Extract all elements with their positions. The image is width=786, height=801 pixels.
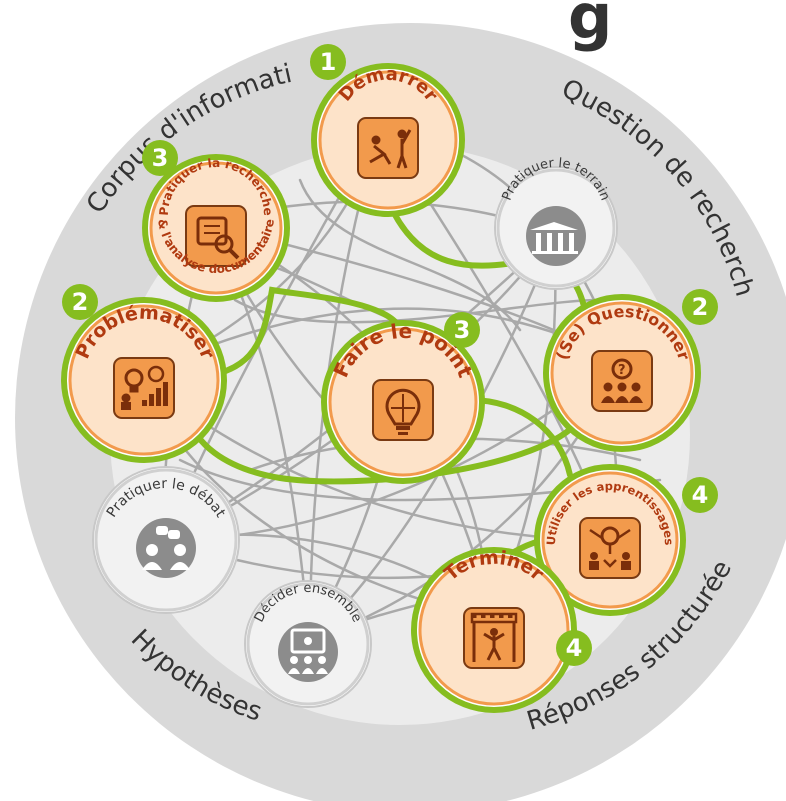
node-recherche[interactable]: Pratiquer la recherche& l'analyse docume…	[142, 140, 290, 302]
title-fragment: g	[568, 0, 612, 53]
svg-text:2: 2	[72, 288, 89, 316]
step-badge: 3	[142, 140, 178, 176]
step-badge: 2	[682, 289, 718, 325]
museum-visit-icon	[526, 206, 586, 266]
svg-text:2: 2	[692, 293, 709, 321]
svg-text:?: ?	[618, 363, 626, 378]
step-badge: 2	[62, 284, 98, 320]
step-badge: 3	[444, 312, 480, 348]
svg-text:3: 3	[454, 316, 471, 344]
runner-start-icon	[357, 117, 419, 179]
debate-people-icon-glyph	[142, 526, 190, 570]
path-segment	[467, 397, 573, 478]
svg-text:4: 4	[692, 481, 709, 509]
question-group-icon	[591, 350, 653, 412]
node-decider[interactable]: Décider ensemble	[244, 580, 372, 708]
puzzle-bulb-icon-glyph	[385, 388, 421, 435]
network-line	[233, 298, 602, 324]
step-badge: 1	[310, 44, 346, 80]
svg-text:3: 3	[152, 144, 169, 172]
vote-board-icon-glyph	[288, 628, 328, 674]
museum-visit-icon-glyph	[530, 222, 578, 254]
path-segment	[209, 286, 401, 378]
node-terrain[interactable]: Pratiquer le terrain	[494, 156, 618, 290]
runner-start-icon-glyph	[369, 129, 412, 169]
question-group-icon-glyph: ?	[601, 358, 643, 403]
path-segment	[187, 417, 578, 485]
idea-chart-icon-glyph	[121, 365, 168, 410]
step-badge: 4	[556, 630, 592, 666]
finish-line-icon-glyph	[470, 612, 518, 662]
svg-text:4: 4	[566, 634, 583, 662]
document-search-icon-glyph	[196, 216, 240, 260]
step-badge: 4	[682, 477, 718, 513]
node-debat[interactable]: Pratiquer le débat	[92, 466, 240, 614]
network-line	[298, 178, 522, 332]
svg-text:1: 1	[320, 48, 337, 76]
learning-share-icon-glyph	[589, 526, 631, 570]
